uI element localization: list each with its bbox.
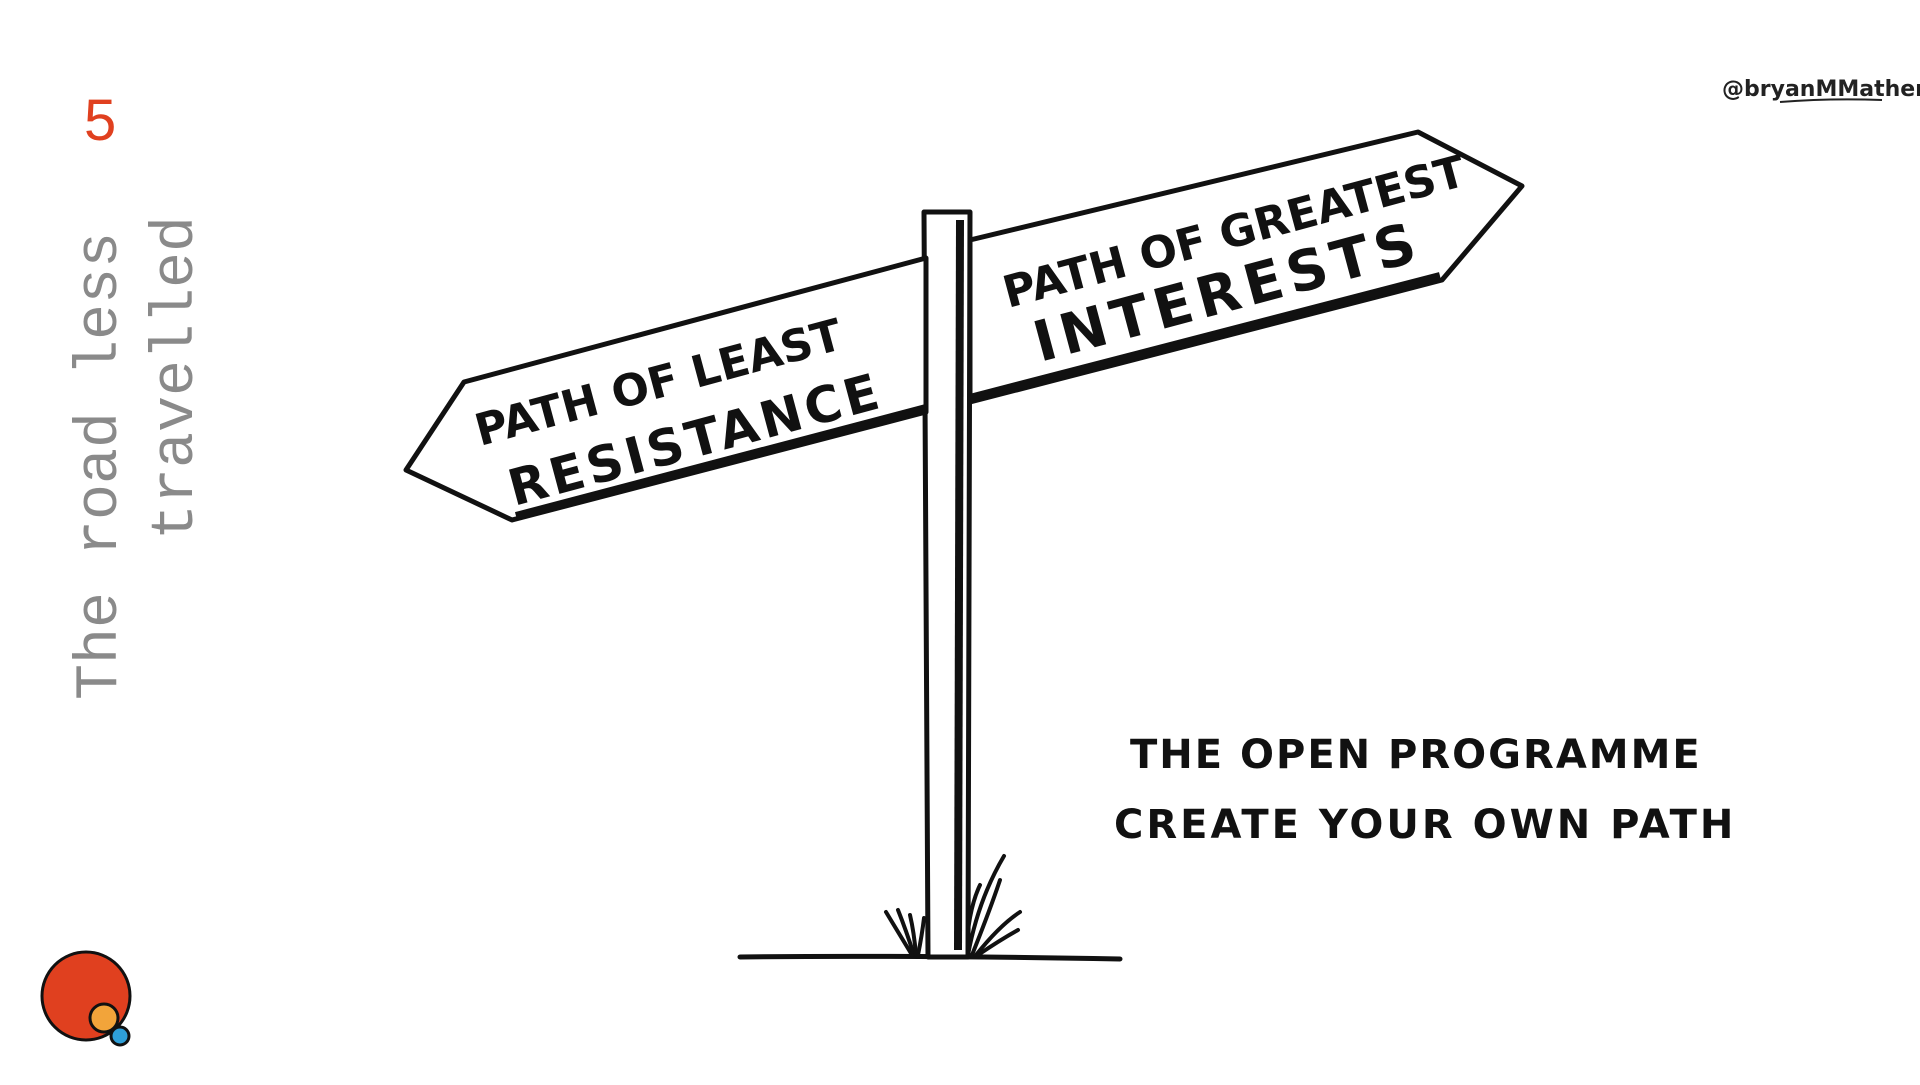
caption-line-1: THE OPEN PROGRAMME [1130,732,1702,778]
author-credit: @bryanMMathers [1722,77,1920,102]
grass-right [964,854,1022,957]
grass-left [884,908,926,957]
post-shadow [954,219,964,951]
left-sign [403,255,929,523]
credit-underline [1779,98,1883,103]
caption-line-2: CREATE YOUR OWN PATH [1114,802,1736,848]
slide-number: 5 [84,88,117,153]
open-programme-logo-icon [40,950,132,1047]
right-sign [967,129,1525,405]
